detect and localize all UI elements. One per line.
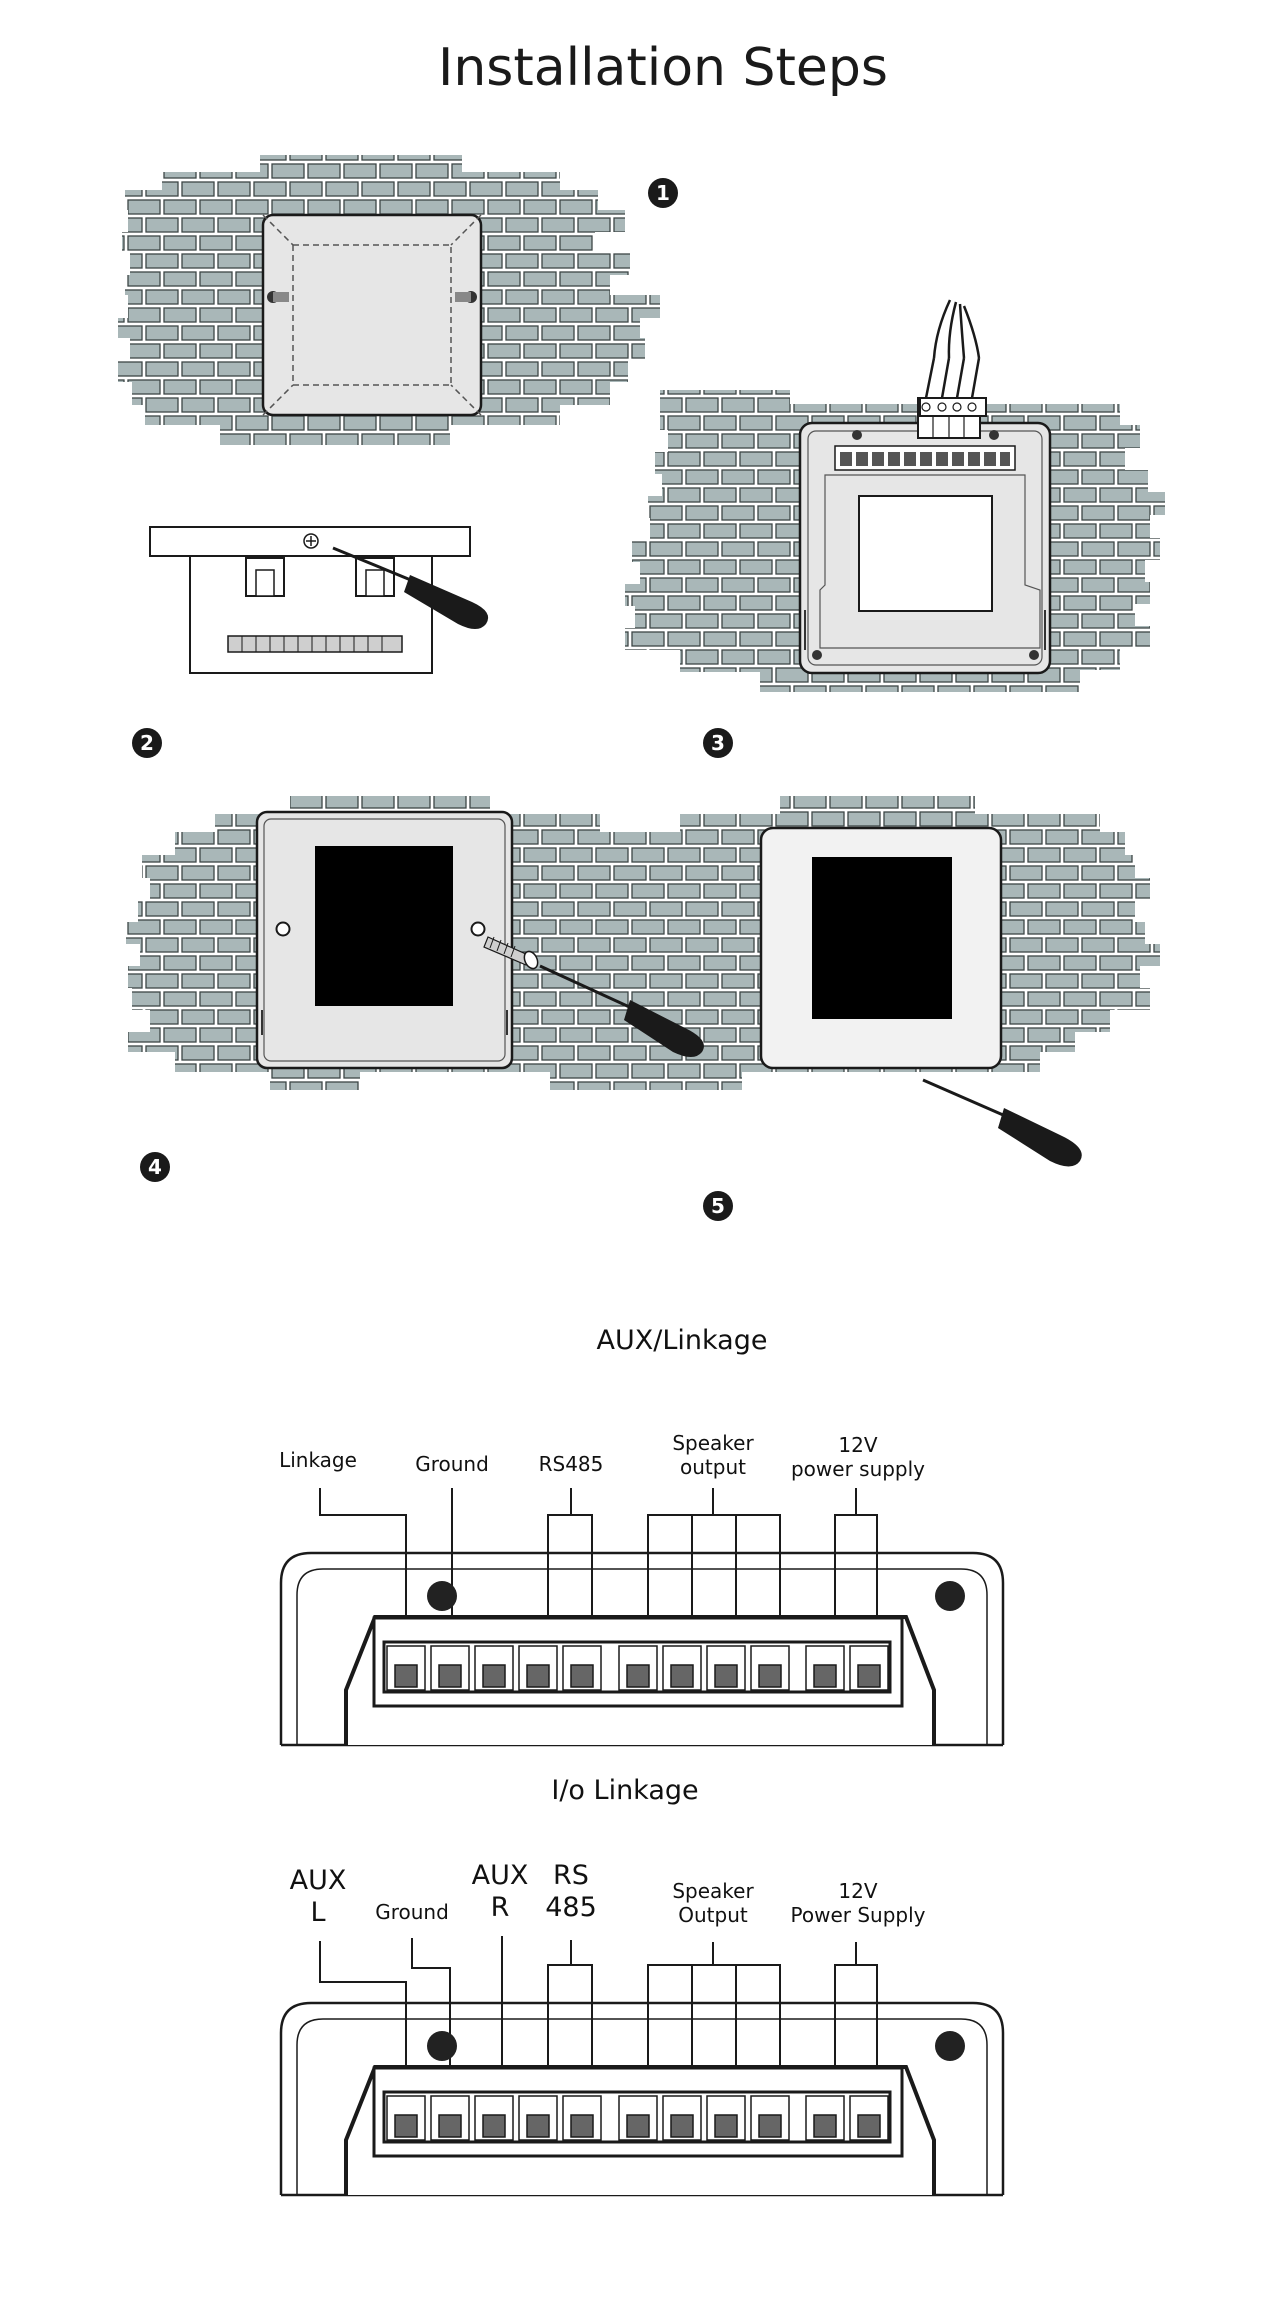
aux-diagram-title: AUX/Linkage bbox=[597, 1325, 768, 1356]
io-label-rs-1: RS bbox=[553, 1860, 589, 1891]
io-label-speaker-1: Speaker bbox=[672, 1879, 754, 1903]
step5-badge: 5 bbox=[703, 1191, 733, 1221]
step3-mounting-plate bbox=[798, 421, 1052, 675]
step1-wall-box bbox=[261, 213, 483, 417]
page-title: Installation Steps bbox=[438, 38, 888, 98]
io-label-ground: Ground bbox=[375, 1900, 449, 1924]
step1-badge: 1 bbox=[648, 178, 678, 208]
aux-label-linkage: Linkage bbox=[279, 1448, 357, 1472]
step4-panel bbox=[255, 810, 514, 1070]
io-wiring-lines bbox=[319, 1936, 878, 2066]
svg-text:3: 3 bbox=[711, 731, 725, 755]
aux-label-rs485: RS485 bbox=[539, 1452, 604, 1476]
io-label-power-2: Power Supply bbox=[791, 1903, 926, 1927]
io-label-aux-r-2: R bbox=[491, 1892, 510, 1923]
aux-label-speaker-1: Speaker bbox=[672, 1431, 754, 1455]
aux-label-power-1: 12V bbox=[838, 1433, 877, 1457]
step2-side-view bbox=[149, 526, 471, 674]
svg-text:2: 2 bbox=[140, 731, 154, 755]
step3-cable-connector bbox=[917, 299, 987, 439]
step2-badge: 2 bbox=[132, 728, 162, 758]
aux-terminal-block bbox=[386, 1645, 889, 1691]
aux-label-speaker-2: output bbox=[680, 1455, 746, 1479]
step3-badge: 3 bbox=[703, 728, 733, 758]
svg-text:4: 4 bbox=[148, 1155, 162, 1179]
io-label-speaker-2: Output bbox=[678, 1903, 748, 1927]
io-label-aux-l-1: AUX bbox=[290, 1865, 347, 1896]
svg-text:1: 1 bbox=[656, 181, 670, 205]
step4-badge: 4 bbox=[140, 1152, 170, 1182]
aux-label-ground: Ground bbox=[415, 1452, 489, 1476]
svg-text:5: 5 bbox=[711, 1194, 725, 1218]
step4-screw-and-screwdriver bbox=[483, 936, 704, 1057]
step5-screwdriver bbox=[922, 1078, 1082, 1167]
step5-panel bbox=[759, 826, 1003, 1070]
io-label-aux-r-1: AUX bbox=[472, 1860, 529, 1891]
aux-label-power-2: power supply bbox=[791, 1457, 925, 1481]
io-label-power-1: 12V bbox=[838, 1879, 877, 1903]
io-diagram-title: I/o Linkage bbox=[551, 1775, 698, 1806]
io-label-rs-2: 485 bbox=[545, 1892, 597, 1923]
step2-screwdriver bbox=[332, 546, 489, 629]
io-label-aux-l-2: L bbox=[310, 1897, 325, 1928]
io-terminal-block bbox=[386, 2095, 889, 2141]
